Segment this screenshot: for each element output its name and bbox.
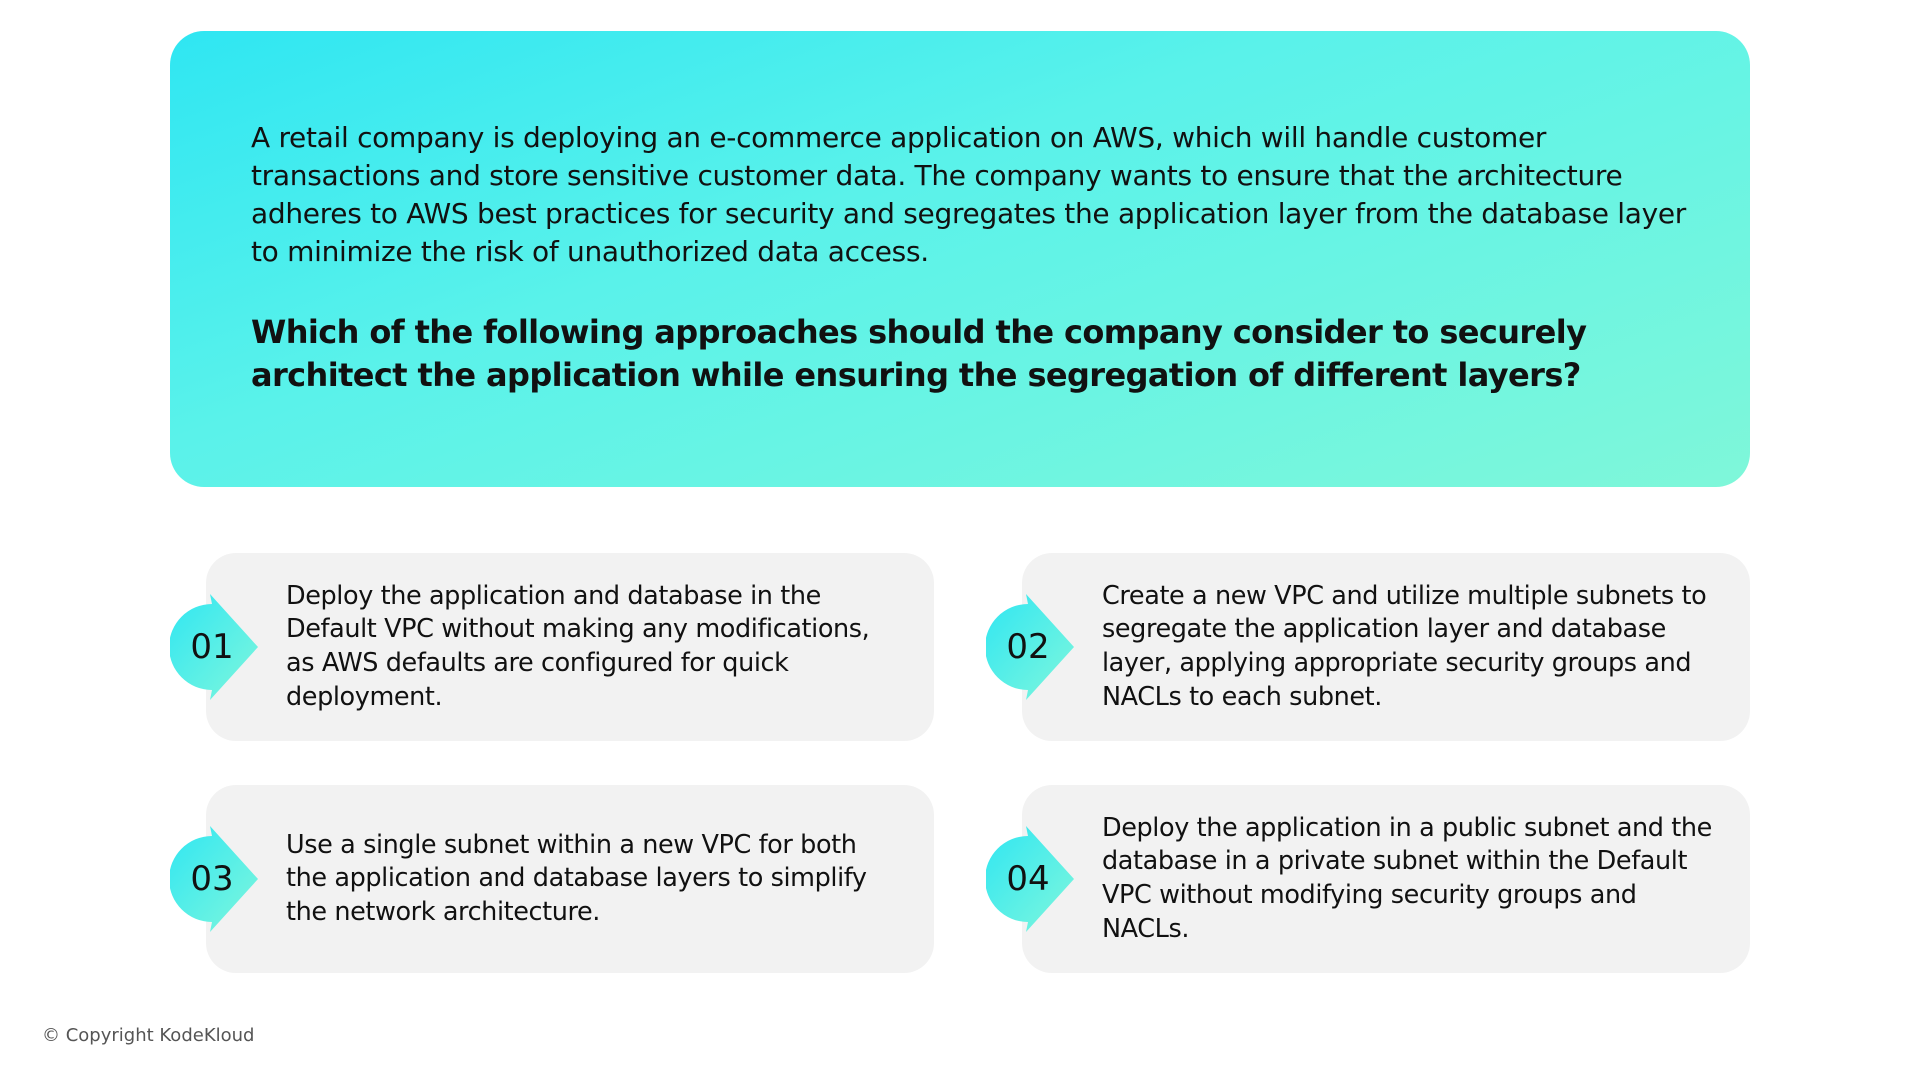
copyright: © Copyright KodeKloud [42,1025,255,1046]
question-text: Which of the following approaches should… [251,313,1587,394]
option-number: 01 [190,627,234,667]
option-text: Use a single subnet within a new VPC for… [286,829,867,927]
option-badge-03: 03 [170,824,262,934]
option-text: Deploy the application and database in t… [286,580,870,712]
option-text: Create a new VPC and utilize multiple su… [1102,580,1707,712]
arrow-badge-icon [986,594,1074,700]
arrow-badge-icon [986,826,1074,932]
option-number: 03 [190,859,234,899]
option-04[interactable]: Deploy the application in a public subne… [1022,785,1750,973]
option-01[interactable]: Deploy the application and database in t… [206,553,934,741]
option-number: 02 [1006,627,1050,667]
scenario-text: A retail company is deploying an e-comme… [251,121,1687,268]
arrow-badge-icon [170,594,258,700]
option-03[interactable]: Use a single subnet within a new VPC for… [206,785,934,973]
option-number: 04 [1006,859,1050,899]
option-badge-02: 02 [986,592,1078,702]
option-text: Deploy the application in a public subne… [1102,812,1712,944]
arrow-badge-icon [170,826,258,932]
option-02[interactable]: Create a new VPC and utilize multiple su… [1022,553,1750,741]
option-badge-01: 01 [170,592,262,702]
question-panel: A retail company is deploying an e-comme… [170,31,1750,487]
option-badge-04: 04 [986,824,1078,934]
